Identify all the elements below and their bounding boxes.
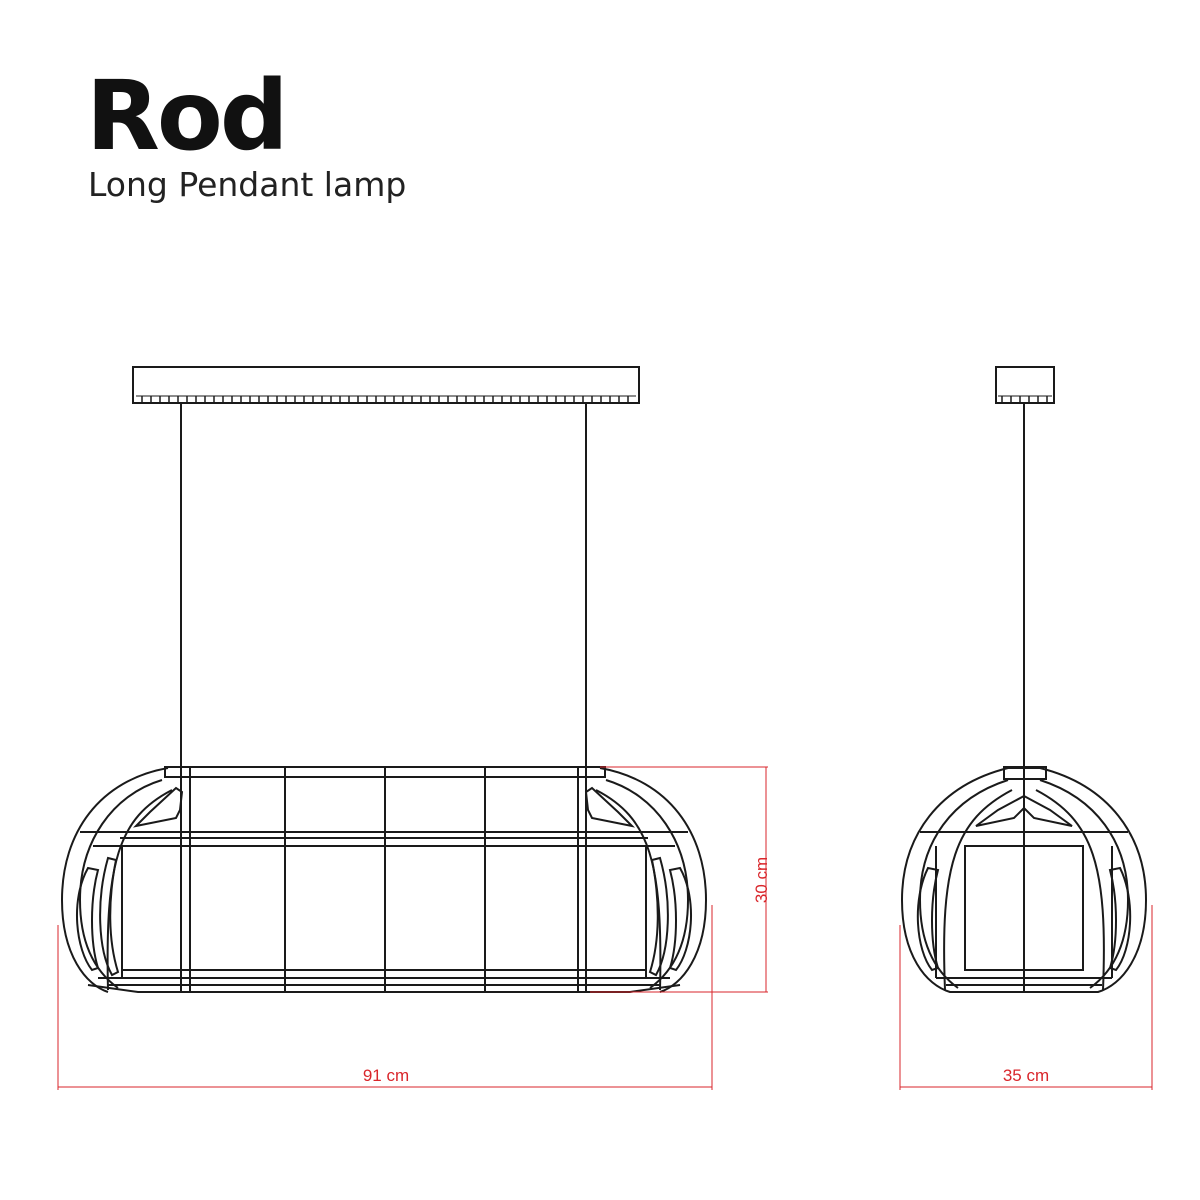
- front-shade: [60, 766, 708, 993]
- product-subtitle: Long Pendant lamp: [88, 165, 407, 204]
- product-title: Rod: [86, 60, 289, 172]
- depth-dimension-label: 35 cm: [1003, 1066, 1049, 1085]
- front-canopy: [132, 366, 640, 404]
- width-dimension-label: 91 cm: [363, 1066, 409, 1085]
- dimension-lines: [57, 766, 1153, 1090]
- side-view: [900, 366, 1148, 993]
- front-view: [60, 366, 708, 993]
- side-canopy: [995, 366, 1055, 404]
- canopy-slots: [141, 396, 629, 403]
- height-dimension-label: 30 cm: [752, 857, 771, 903]
- side-shade: [900, 766, 1148, 993]
